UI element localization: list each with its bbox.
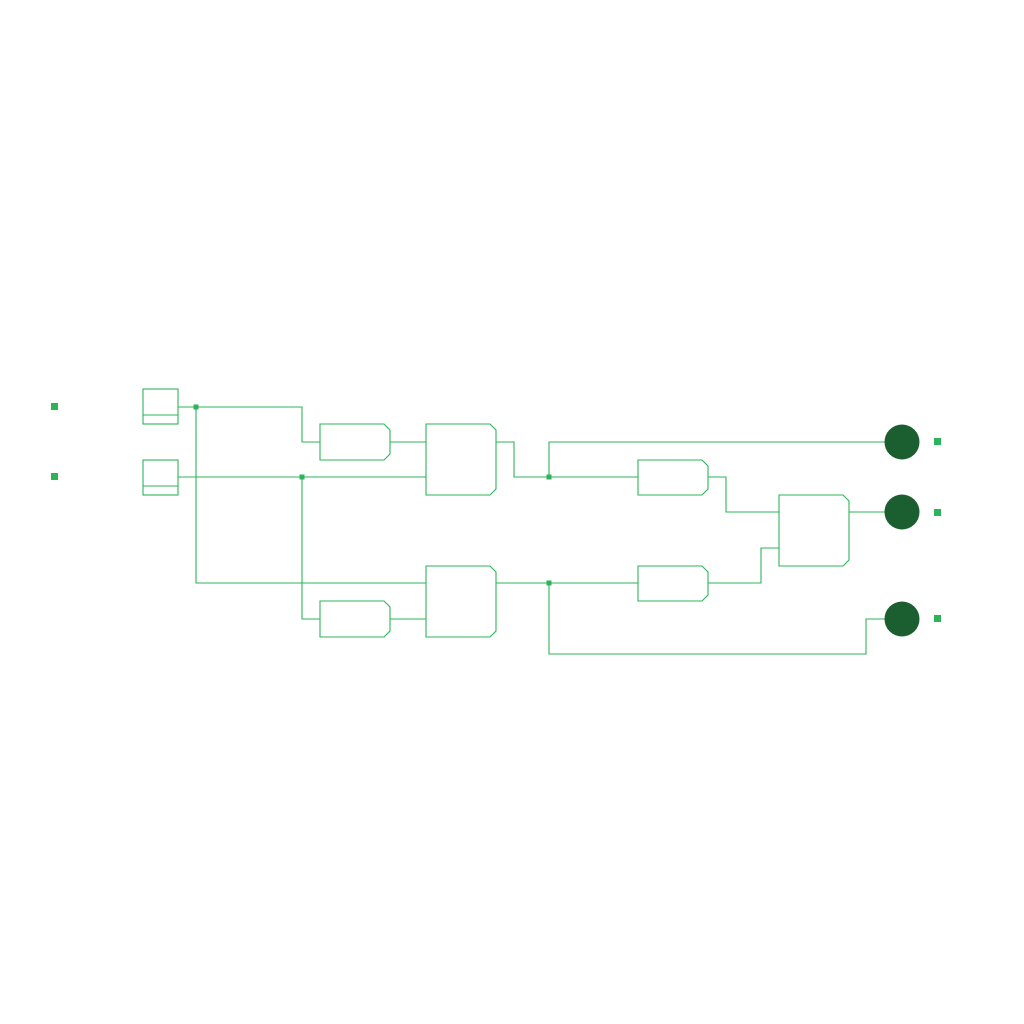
output-lamp-icon [884,601,920,637]
input-pin-b[interactable] [51,473,58,480]
wire-a-to-gate-1 [178,406,320,443]
wire-to-output-3 [548,583,886,655]
input-switch-icon[interactable] [142,459,179,496]
outputs [884,424,941,637]
logic-gate-small-icon[interactable] [637,565,709,602]
junction-dot [299,474,305,480]
logic-gate-small-icon[interactable] [637,459,709,496]
input-pin-a[interactable] [51,403,58,410]
junction-dot [546,474,552,480]
output-lamp-icon [884,494,920,530]
wire-a-down-to-gate-4 [195,407,426,584]
output-pin-2[interactable] [934,509,941,516]
input-switch-icon[interactable] [142,388,179,425]
output-pin-1[interactable] [934,438,941,445]
output-lamp-icon [884,424,920,460]
logic-gate-small-icon[interactable] [319,423,391,461]
logic-gate-large-icon[interactable] [778,494,850,567]
junction-dot [546,580,552,586]
logic-gate-small-icon[interactable] [319,600,391,638]
inputs [51,388,179,496]
wire-gate-6-to-gate-7 [708,547,779,584]
junctions [193,404,552,586]
output-pin-3[interactable] [934,615,941,622]
wire-b-down-to-gate-3 [301,477,320,620]
junction-dot [193,404,199,410]
logic-gate-large-icon[interactable] [425,565,497,638]
wire-gate-5-to-gate-7 [708,476,779,513]
wire-gate-2-out [496,441,638,478]
gates [319,423,850,638]
logic-gate-large-icon[interactable] [425,423,497,496]
wire-to-output-1 [548,441,886,477]
